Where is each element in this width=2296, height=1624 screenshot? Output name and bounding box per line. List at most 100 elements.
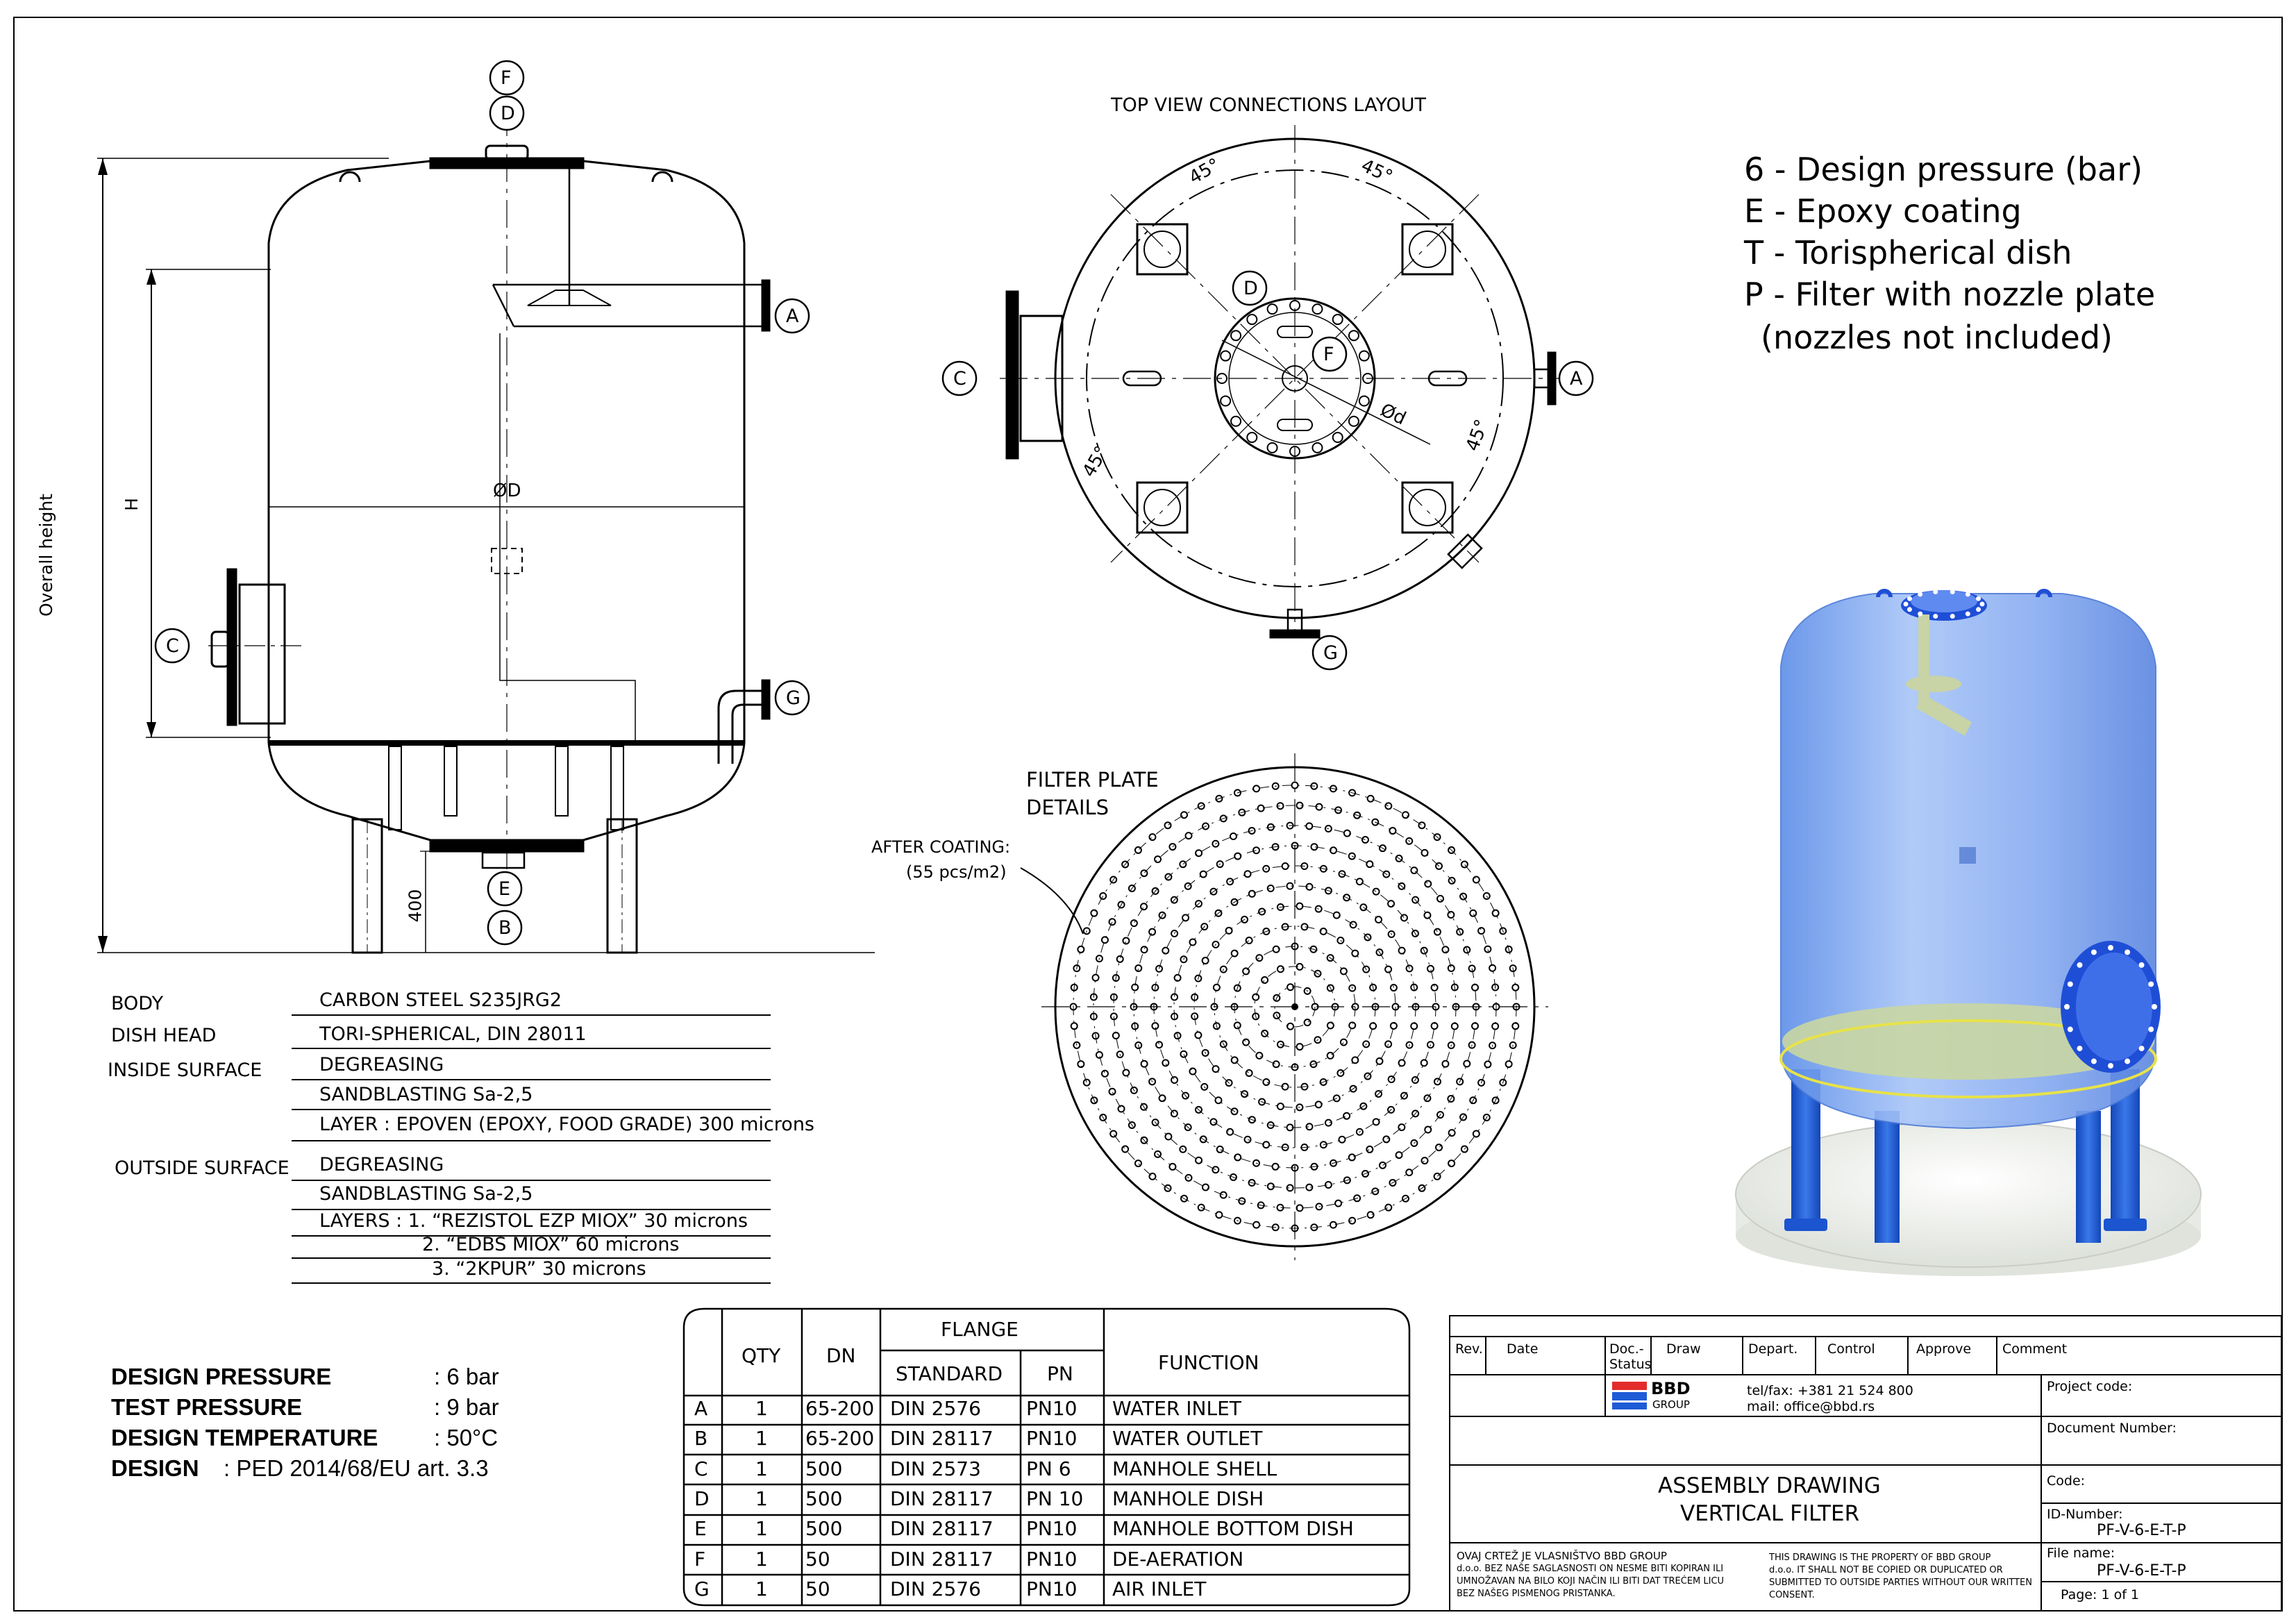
document-number-label: Document Number: <box>2047 1421 2177 1436</box>
legend-epoxy: E - Epoxy coating <box>1744 192 2022 230</box>
conn-id-e: E <box>694 1517 707 1541</box>
conn-qty-b: 1 <box>755 1427 768 1450</box>
design-pressure-label: DESIGN PRESSURE <box>111 1364 332 1389</box>
conn-standard-g: DIN 2576 <box>890 1577 981 1600</box>
spec-value-outside-1: DEGREASING <box>319 1154 444 1175</box>
depart-header: Depart. <box>1748 1341 1798 1357</box>
marker-circles <box>154 60 1594 946</box>
conn-id-c: C <box>694 1457 708 1480</box>
plate-holes <box>1069 781 1520 1232</box>
conn-pn-b: PN10 <box>1026 1427 1078 1450</box>
vessel-render <box>1735 589 2202 1276</box>
legend-nozzles: (nozzles not included) <box>1761 319 2113 356</box>
drawing-title-2: VERTICAL FILTER <box>1680 1501 1860 1526</box>
draw-header: Draw <box>1666 1341 1701 1357</box>
side-view <box>97 62 875 954</box>
bolt-circle <box>1216 300 1373 457</box>
conn-qty-f: 1 <box>755 1547 768 1571</box>
conn-dn-d: 500 <box>805 1487 843 1510</box>
comment-header: Comment <box>2002 1341 2068 1357</box>
doc-status-header: Doc.-Status <box>1609 1341 1652 1372</box>
spec-label-body: BODY <box>111 993 164 1014</box>
notice-sr-4: BEZ NAŠEG PISMENOG PRISTANKA. <box>1457 1589 1616 1599</box>
conn-id-f: F <box>694 1547 706 1571</box>
conn-pn-d: PN 10 <box>1026 1487 1084 1510</box>
id-label: ID-Number: <box>2047 1507 2123 1522</box>
approve-header: Approve <box>1916 1341 1972 1357</box>
conn-standard-d: DIN 28117 <box>890 1487 994 1510</box>
conn-pn-c: PN 6 <box>1026 1457 1071 1480</box>
control-header: Control <box>1827 1341 1875 1357</box>
design-code-value: : PED 2014/68/EU art. 3.3 <box>224 1455 489 1481</box>
conn-function-e: MANHOLE BOTTOM DISH <box>1112 1517 1354 1541</box>
marker-d-top: D <box>1243 278 1258 299</box>
conn-id-a: A <box>694 1397 708 1420</box>
conn-dn-g: 50 <box>805 1577 830 1600</box>
conn-qty-g: 1 <box>755 1577 768 1600</box>
conn-function-a: WATER INLET <box>1112 1397 1241 1420</box>
after-coating-label: AFTER COATING: <box>871 837 1011 857</box>
design-code-label: DESIGN <box>111 1455 199 1481</box>
filter-plate-title: FILTER PLATE <box>1026 768 1159 792</box>
marker-f: F <box>501 67 512 89</box>
conn-dn-b: 65-200 <box>805 1427 875 1450</box>
filter-plate <box>1020 753 1548 1260</box>
notice-en-1: THIS DRAWING IS THE PROPERTY OF BBD GROU… <box>1769 1552 1991 1563</box>
notice-en-3: SUBMITTED TO OUTSIDE PARTIES WITHOUT OUR… <box>1769 1577 2032 1588</box>
marker-g: G <box>786 687 801 709</box>
legend-design-pressure: 6 - Design pressure (bar) <box>1744 151 2143 188</box>
header-flange: FLANGE <box>941 1318 1019 1341</box>
header-dn: DN <box>826 1344 856 1367</box>
spec-value-dish: TORI-SPHERICAL, DIN 28011 <box>319 1023 587 1045</box>
marker-f-top: F <box>1323 344 1334 365</box>
conn-id-g: G <box>694 1577 710 1600</box>
conn-pn-f: PN10 <box>1026 1547 1078 1571</box>
code-label: Code: <box>2047 1473 2086 1489</box>
spec-value-outside-5: 3. “2KPUR” 30 microns <box>432 1258 646 1280</box>
spec-value-outside-2: SANDBLASTING Sa-2,5 <box>319 1183 533 1205</box>
date-header: Date <box>1507 1341 1539 1357</box>
conn-standard-e: DIN 28117 <box>890 1517 994 1541</box>
connection-table-frame <box>682 1307 1411 1607</box>
flange-bolts <box>1903 589 2157 1069</box>
marker-a: A <box>786 305 799 327</box>
h-dimension-label: H <box>121 498 142 511</box>
conn-qty-e: 1 <box>755 1517 768 1541</box>
conn-id-b: B <box>694 1427 708 1450</box>
spec-value-inside-2: SANDBLASTING Sa-2,5 <box>319 1084 533 1105</box>
conn-pn-e: PN10 <box>1026 1517 1078 1541</box>
notice-sr-3: UMNOŽAVAN NA BILO KOJI NAČIN ILI BITI DA… <box>1457 1576 1725 1587</box>
marker-a-top: A <box>1570 368 1583 390</box>
conn-standard-b: DIN 28117 <box>890 1427 994 1450</box>
conn-qty-d: 1 <box>755 1487 768 1510</box>
conn-id-d: D <box>694 1487 710 1510</box>
notice-en-2: d.o.o. IT SHALL NOT BE COPIED OR DUPLICA… <box>1769 1565 2003 1575</box>
spec-label-outside: OUTSIDE SURFACE <box>115 1157 290 1179</box>
header-standard: STANDARD <box>896 1362 1003 1385</box>
company-name: BBD <box>1651 1379 1691 1398</box>
file-label: File name: <box>2047 1546 2115 1561</box>
after-coating-count: (55 pcs/m2) <box>906 862 1007 882</box>
conn-dn-e: 500 <box>805 1517 843 1541</box>
notice-sr-2: d.o.o. BEZ NAŠE SAGLASNOSTI ON NESME BIT… <box>1457 1564 1724 1574</box>
design-temperature-value: : 50°C <box>434 1425 498 1450</box>
diameter-label: ØD <box>493 480 521 501</box>
conn-function-g: AIR INLET <box>1112 1577 1207 1600</box>
bbd-logo-icon <box>1612 1382 1647 1409</box>
spec-value-inside-1: DEGREASING <box>319 1054 444 1075</box>
title-block-frame <box>1449 1315 2282 1612</box>
top-view <box>1000 125 1576 639</box>
marker-g-top: G <box>1323 642 1338 664</box>
legend-torispherical: T - Torispherical dish <box>1744 234 2072 271</box>
marker-d: D <box>501 103 515 124</box>
rev-header: Rev. <box>1455 1341 1483 1357</box>
marker-b: B <box>498 917 512 939</box>
spec-value-inside-3: LAYER : EPOVEN (EPOXY, FOOD GRADE) 300 m… <box>319 1114 814 1135</box>
conn-function-b: WATER OUTLET <box>1112 1427 1263 1450</box>
marker-c-top: C <box>953 368 966 390</box>
top-view-title: TOP VIEW CONNECTIONS LAYOUT <box>1111 94 1426 116</box>
notice-sr-1: OVAJ CRTEŽ JE VLASNIŠTVO BBD GROUP <box>1457 1550 1667 1562</box>
conn-qty-a: 1 <box>755 1397 768 1420</box>
filter-plate-title-2: DETAILS <box>1026 796 1109 819</box>
